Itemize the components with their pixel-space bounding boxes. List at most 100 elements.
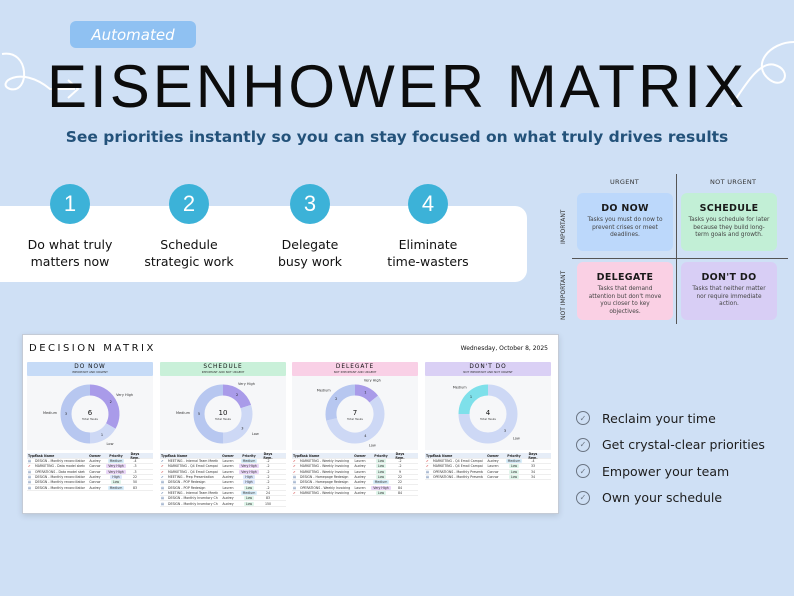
task-owner: Connor [85,464,105,468]
cell-value: High [243,475,255,480]
quadrant-dont-do: DON'T DO Tasks that neither matter nor r… [681,262,777,320]
task-owner: Lauren [350,470,370,474]
task-owner: Lauren [483,464,503,468]
days-remaining: -2 [260,480,276,484]
decision-matrix-dashboard: DECISION MATRIX Wednesday, October 8, 20… [22,334,559,514]
page-title: EISENHOWER MATRIX [47,53,747,120]
cell-value: Very High [106,469,126,474]
cell-value: -2 [266,475,270,480]
task-priority: Low [370,464,392,469]
checkmark-icon: ✔ [293,464,296,469]
cell-value: DESIGN - Monthly reconciliation [35,475,85,480]
cell-value: Lauren [354,459,366,464]
cell-value: 50 [132,480,138,485]
cell-value: 83 [265,496,271,501]
donut-slice [222,404,253,444]
task-owner: Audrey [483,459,503,463]
cell-value: 34 [530,475,536,480]
cell-value: Connor [89,480,101,485]
task-priority: Low [370,490,392,495]
document-icon: ▤ [28,480,32,485]
quadrant-description: Tasks you schedule for later because the… [688,217,770,238]
document-icon: ▤ [28,459,32,464]
donut-slice [193,384,224,444]
task-priority: High [238,480,260,485]
total-count: 6 [88,409,93,417]
panel-title: DON'T DO [469,364,507,370]
days-remaining: -2 [392,464,408,468]
cell-value: -2 [266,469,270,474]
benefit-item: ✓Reclaim your time [576,405,765,432]
column-header: Task Name [35,453,55,458]
table-row[interactable]: ▤OPERATIONS - Monthly PresentationConnor… [425,475,551,481]
slice-label: Medium [176,411,191,415]
checkmark-icon: ✔ [161,490,164,495]
task-priority: Medium [238,490,260,495]
checkmark-icon: ✔ [161,464,164,469]
table-row[interactable]: ▤OPERATIONS - Monthly PresentationConnor… [425,469,551,475]
task-owner: Lauren [218,480,238,484]
task-owner: Connor [85,480,105,484]
task-name: MARKETING - Weekly Invoicing [300,459,350,463]
cell-value: Audrey [222,496,234,501]
task-name: DESIGN - Monthly reconciliation [35,480,85,484]
cell-value: Audrey [354,480,366,485]
cell-value: Medium [107,459,125,464]
cell-value: Low [508,464,520,469]
task-name: MEETING - Internal Team Meeting [168,459,218,463]
checkmark-icon: ✔ [426,464,429,469]
panel-title: SCHEDULE [203,364,243,370]
cell-value: 33 [530,464,536,469]
donut-slice [222,384,252,409]
cell-value: Lauren [222,459,234,464]
task-priority: Medium [105,485,127,490]
task-name: MARKETING - Q4 Email Campaigns [168,464,218,468]
cell-value: DESIGN - POP Redesign [168,485,206,490]
step-label: Do what truly matters now [27,237,113,269]
cell-value: MARKETING - Q4 Email Campaigns [168,469,218,474]
task-priority: Medium [503,459,525,464]
donut-slice [325,384,356,421]
total-count: 4 [486,409,491,417]
column-header: Owner [89,453,101,458]
task-priority: Low [503,469,525,474]
column-header: Type [28,453,37,458]
days-remaining: -3 [127,470,143,474]
task-owner: Lauren [218,491,238,495]
days-remaining: 83 [127,486,143,490]
task-name: MARKETING - Q4 Email Campaigns [433,459,483,463]
col-label-urgent: URGENT [610,178,640,186]
cell-value: DESIGN - POP Redesign [168,480,206,485]
task-owner: Lauren [350,486,370,490]
